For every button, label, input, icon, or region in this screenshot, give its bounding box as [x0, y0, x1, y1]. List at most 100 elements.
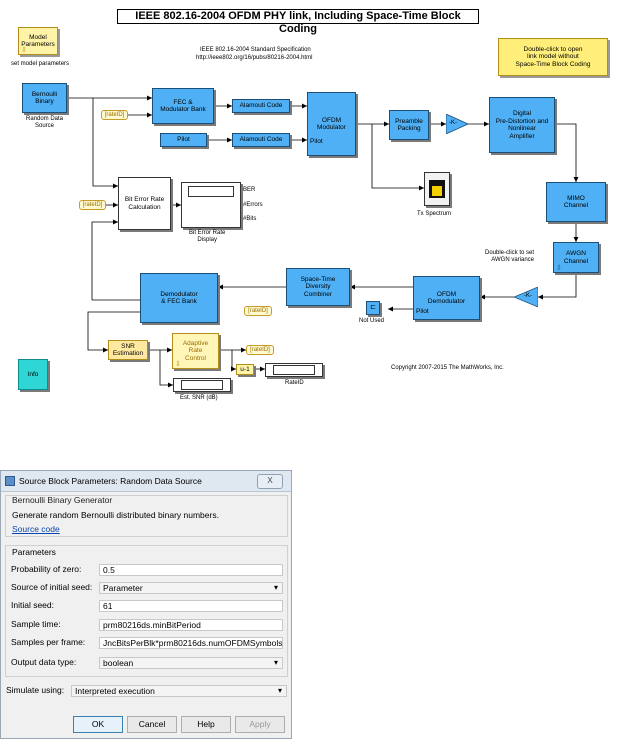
gain-block-2[interactable]: -K-	[512, 286, 539, 308]
arrow-down-icon: ⇩	[21, 46, 27, 54]
samples-per-frame-input[interactable]: JncBitsPerBlk*prm80216ds.numOFDMSymbols	[99, 637, 283, 649]
initial-seed-label: Initial seed:	[11, 600, 54, 610]
gain-block-1[interactable]: -K-	[445, 113, 469, 135]
not-used-terminator[interactable]: ⊏	[366, 301, 380, 315]
note-line2: link model without	[527, 53, 579, 61]
ber-display-label1: Bit Error Rate	[189, 230, 226, 236]
demodulator-fec-bank-block[interactable]: Demodulator & FEC Bank	[140, 273, 218, 323]
ofdm-demod-pilot-port: Pilot	[416, 307, 429, 315]
mimo-text2: Channel	[563, 202, 589, 209]
gain-triangle-icon	[445, 113, 469, 135]
stdc-text3: Combiner	[303, 290, 333, 298]
model-parameters-block[interactable]: Model Parameters ⇩	[18, 27, 58, 55]
alamouti-code-block-1[interactable]: Alamouti Code	[232, 99, 290, 113]
unit-delay-block[interactable]: u-1	[236, 364, 254, 375]
tx-spectrum-scope[interactable]	[424, 172, 450, 206]
predist-text2: Pre-Distortion and	[495, 117, 549, 125]
simulate-using-label: Simulate using:	[6, 685, 65, 695]
ber-calc-text2: Calculation	[128, 203, 161, 211]
pilot-block[interactable]: Pilot	[160, 133, 207, 147]
ofdm-mod-pilot-port: Pilot	[310, 137, 323, 145]
predist-text4: Amplifier	[509, 132, 535, 140]
awgn-text1: AWGN	[566, 250, 586, 257]
spec-line2[interactable]: http://ieee802.org/16/pubs/80216-2004.ht…	[196, 55, 313, 61]
set-params-label: set model parameters	[11, 61, 70, 67]
snr-estimation-block[interactable]: SNR Estimation	[108, 340, 148, 360]
ber-display-label: Bit Error Rate Display	[189, 230, 225, 244]
prob-zero-label: Probability of zero:	[11, 564, 82, 574]
output-type-label: Output data type:	[11, 657, 77, 667]
dialog-title: Source Block Parameters: Random Data Sou…	[19, 476, 202, 486]
bernoulli-text2: Binary	[35, 98, 54, 105]
info-block[interactable]: Info	[18, 359, 48, 390]
open-model-without-stbc-block[interactable]: Double-click to open link model without …	[498, 38, 608, 76]
tx-spectrum-label: Tx Spectrum	[417, 211, 452, 217]
fec-modulator-bank-block[interactable]: FEC & Modulator Bank	[152, 88, 214, 124]
seed-source-select[interactable]: Parameter	[99, 582, 283, 594]
rateid-from-tag-3[interactable]: [rateID]	[244, 306, 272, 316]
demod-text2: & FEC Bank	[161, 298, 197, 305]
note-line3: Space-Time Block Coding	[515, 60, 591, 68]
preamble-text1: Preamble	[395, 117, 423, 125]
simulate-using-select[interactable]: Interpreted execution	[71, 685, 287, 697]
terminator-icon: ⊏	[370, 304, 376, 312]
preamble-packing-block[interactable]: Preamble Packing	[389, 110, 429, 140]
stdc-text2: Diversity	[305, 283, 331, 291]
rateid-from-tag-1[interactable]: [rateID]	[101, 110, 128, 120]
output-type-select[interactable]: boolean	[99, 657, 283, 669]
preamble-text2: Packing	[397, 125, 421, 132]
ofdm-demod-text2: Demodulator	[427, 298, 466, 305]
model-params-text2: Parameters	[21, 41, 55, 48]
awgn-channel-block[interactable]: AWGN Channel ⇩	[553, 242, 599, 273]
ber-display-field	[188, 186, 234, 197]
prob-zero-input[interactable]: 0.5	[99, 564, 283, 576]
sample-time-input[interactable]: prm80216ds.minBitPeriod	[99, 619, 283, 631]
space-time-diversity-combiner-block[interactable]: Space-Time Diversity Combiner	[286, 268, 350, 306]
spectrum-screen-icon	[429, 180, 445, 198]
source-code-link[interactable]: Source code	[12, 524, 60, 534]
awgn-hint-label: Double-click to set AWGN variance	[485, 250, 534, 264]
gain2-text: -K-	[524, 293, 532, 299]
rateid-from-tag-2[interactable]: [rateID]	[79, 200, 106, 210]
random-source-label2: Source	[35, 123, 55, 129]
block-type-heading: Bernoulli Binary Generator	[12, 495, 113, 505]
copyright-text: Copyright 2007-2015 The MathWorks, Inc.	[391, 365, 504, 371]
ofdm-demodulator-block[interactable]: OFDM Demodulator Pilot	[413, 276, 480, 320]
bernoulli-binary-block[interactable]: Bernoulli Binary	[22, 83, 67, 113]
apply-button[interactable]: Apply	[235, 716, 285, 733]
parameters-frame: Parameters	[5, 545, 288, 677]
note-line1: Double-click to open	[523, 45, 583, 53]
mimo-channel-block[interactable]: MIMO Channel	[546, 182, 606, 222]
adaptive-rate-control-block[interactable]: Adaptive Rate Control ⇩	[172, 333, 219, 369]
help-button[interactable]: Help	[181, 716, 231, 733]
snr-text2: Estimation	[112, 350, 144, 357]
random-source-label: Random Data Source	[26, 116, 63, 130]
cancel-button[interactable]: Cancel	[127, 716, 177, 733]
ber-calculation-block[interactable]: Bit Error Rate Calculation	[118, 177, 171, 230]
errors-port-label: #Errors	[243, 202, 263, 208]
awgn-hint-line1: Double-click to set	[485, 250, 535, 256]
est-snr-display-field	[181, 380, 223, 390]
alamouti-code-block-2[interactable]: Alamouti Code	[232, 133, 290, 147]
demod-text1: Demodulator	[160, 290, 198, 298]
ber-display-block[interactable]	[181, 182, 241, 228]
stdc-text1: Space-Time	[300, 275, 336, 283]
bits-port-label: #Bits	[243, 216, 257, 222]
dialog-title-bar[interactable]: Source Block Parameters: Random Data Sou…	[1, 471, 291, 492]
est-snr-display-block[interactable]	[173, 378, 231, 392]
parameters-heading: Parameters	[12, 547, 56, 557]
rateid-label: RateID	[285, 380, 304, 386]
mimo-text1: MIMO	[567, 194, 585, 202]
initial-seed-input[interactable]: 61	[99, 600, 283, 612]
predist-text3: Nonlinear	[508, 125, 536, 132]
rateid-display-block[interactable]	[265, 363, 323, 377]
ofdm-modulator-block[interactable]: OFDM Modulator Pilot	[307, 92, 356, 156]
predistortion-amplifier-block[interactable]: Digital Pre-Distortion and Nonlinear Amp…	[489, 97, 555, 153]
rateid-goto-tag[interactable]: [rateID]	[246, 345, 274, 355]
source-block-parameters-dialog: Source Block Parameters: Random Data Sou…	[0, 470, 292, 739]
arc-text2: Rate	[188, 347, 203, 355]
ok-button[interactable]: OK	[73, 716, 123, 733]
close-button[interactable]: X	[257, 474, 283, 489]
block-description-frame: Bernoulli Binary Generator Generate rand…	[5, 495, 288, 537]
predist-text1: Digital	[512, 110, 532, 117]
